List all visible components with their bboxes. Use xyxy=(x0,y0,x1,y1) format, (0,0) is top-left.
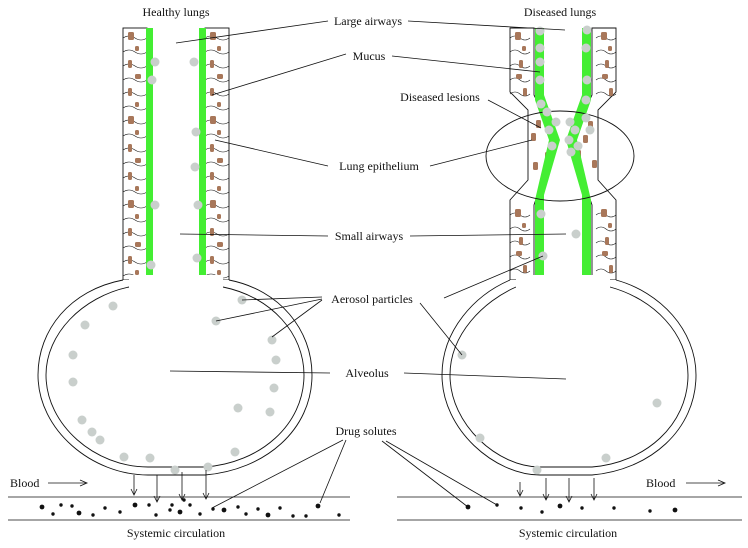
healthy-epithelium-cells xyxy=(122,32,230,279)
leader-aerosol-2 xyxy=(215,298,323,322)
healthy-aerosol-particles xyxy=(68,57,281,475)
leader-aerosol-1 xyxy=(241,296,323,301)
healthy-airway-opening xyxy=(129,275,223,291)
labels: Healthy lungs Diseased lungs Large airwa… xyxy=(10,5,675,540)
leader-alveolus-right xyxy=(403,372,567,380)
healthy-right-mucus xyxy=(199,28,206,280)
healthy-alveolus-outer xyxy=(37,279,313,476)
leader-lines xyxy=(169,20,567,509)
leader-lung-epithelium-right xyxy=(429,139,533,167)
drug-solute-dots xyxy=(39,498,678,518)
leader-aerosol-5 xyxy=(419,302,463,356)
healthy-right-epithelium-wall xyxy=(204,27,230,281)
diseased-alveolus-inner xyxy=(449,286,689,468)
blood-flow-arrow-right xyxy=(686,479,727,487)
healthy-lung xyxy=(37,27,313,476)
diseased-airway-opening xyxy=(516,275,610,291)
leader-drug-solutes-2 xyxy=(319,439,347,504)
leader-large-airways-right xyxy=(407,20,566,31)
alveolus-label: Alveolus xyxy=(345,366,389,380)
leader-mucus-left xyxy=(211,53,347,96)
leader-mucus-right xyxy=(391,55,541,73)
lung-epithelium-label: Lung epithelium xyxy=(339,159,419,173)
leader-alveolus-left xyxy=(169,370,331,374)
diseased-lesion-ellipse xyxy=(485,110,635,202)
leader-aerosol-4 xyxy=(443,255,544,299)
healthy-alveolus-inner xyxy=(45,286,305,468)
blood-label-right: Blood xyxy=(646,476,675,490)
mucus-label: Mucus xyxy=(353,49,386,63)
leader-small-airways-right xyxy=(409,233,567,237)
diseased-right-mucus xyxy=(566,28,591,280)
diseased-lesions-label: Diseased lesions xyxy=(400,90,480,104)
diseased-alveolus-outer xyxy=(441,279,697,476)
absorption-arrows xyxy=(130,470,598,503)
diseased-lungs-title: Diseased lungs xyxy=(524,5,597,19)
leader-aerosol-3 xyxy=(271,299,323,338)
blood-flow-arrow-left xyxy=(48,479,89,487)
large-airways-label: Large airways xyxy=(334,14,402,28)
diseased-aerosol-particles xyxy=(457,25,662,475)
leader-drug-solutes-1 xyxy=(211,439,344,509)
healthy-left-mucus xyxy=(146,28,153,280)
leader-drug-solutes-3 xyxy=(381,440,469,508)
leader-large-airways-left xyxy=(175,20,329,44)
aerosol-particles-label: Aerosol particles xyxy=(331,292,413,306)
small-airways-label: Small airways xyxy=(335,229,404,243)
leader-diseased-lesions xyxy=(487,99,542,129)
leader-small-airways-left xyxy=(179,233,329,237)
systemic-circulation-label-right: Systemic circulation xyxy=(519,526,617,540)
blood-label-left: Blood xyxy=(10,476,39,490)
blood-vessels xyxy=(8,470,742,521)
diseased-lung xyxy=(441,25,697,476)
leader-drug-solutes-4 xyxy=(385,440,498,506)
healthy-left-epithelium-wall xyxy=(122,27,148,281)
healthy-lungs-title: Healthy lungs xyxy=(143,5,210,19)
systemic-circulation-label-left: Systemic circulation xyxy=(127,526,225,540)
leader-lung-epithelium-left xyxy=(214,139,329,167)
drug-solutes-label: Drug solutes xyxy=(336,424,397,438)
